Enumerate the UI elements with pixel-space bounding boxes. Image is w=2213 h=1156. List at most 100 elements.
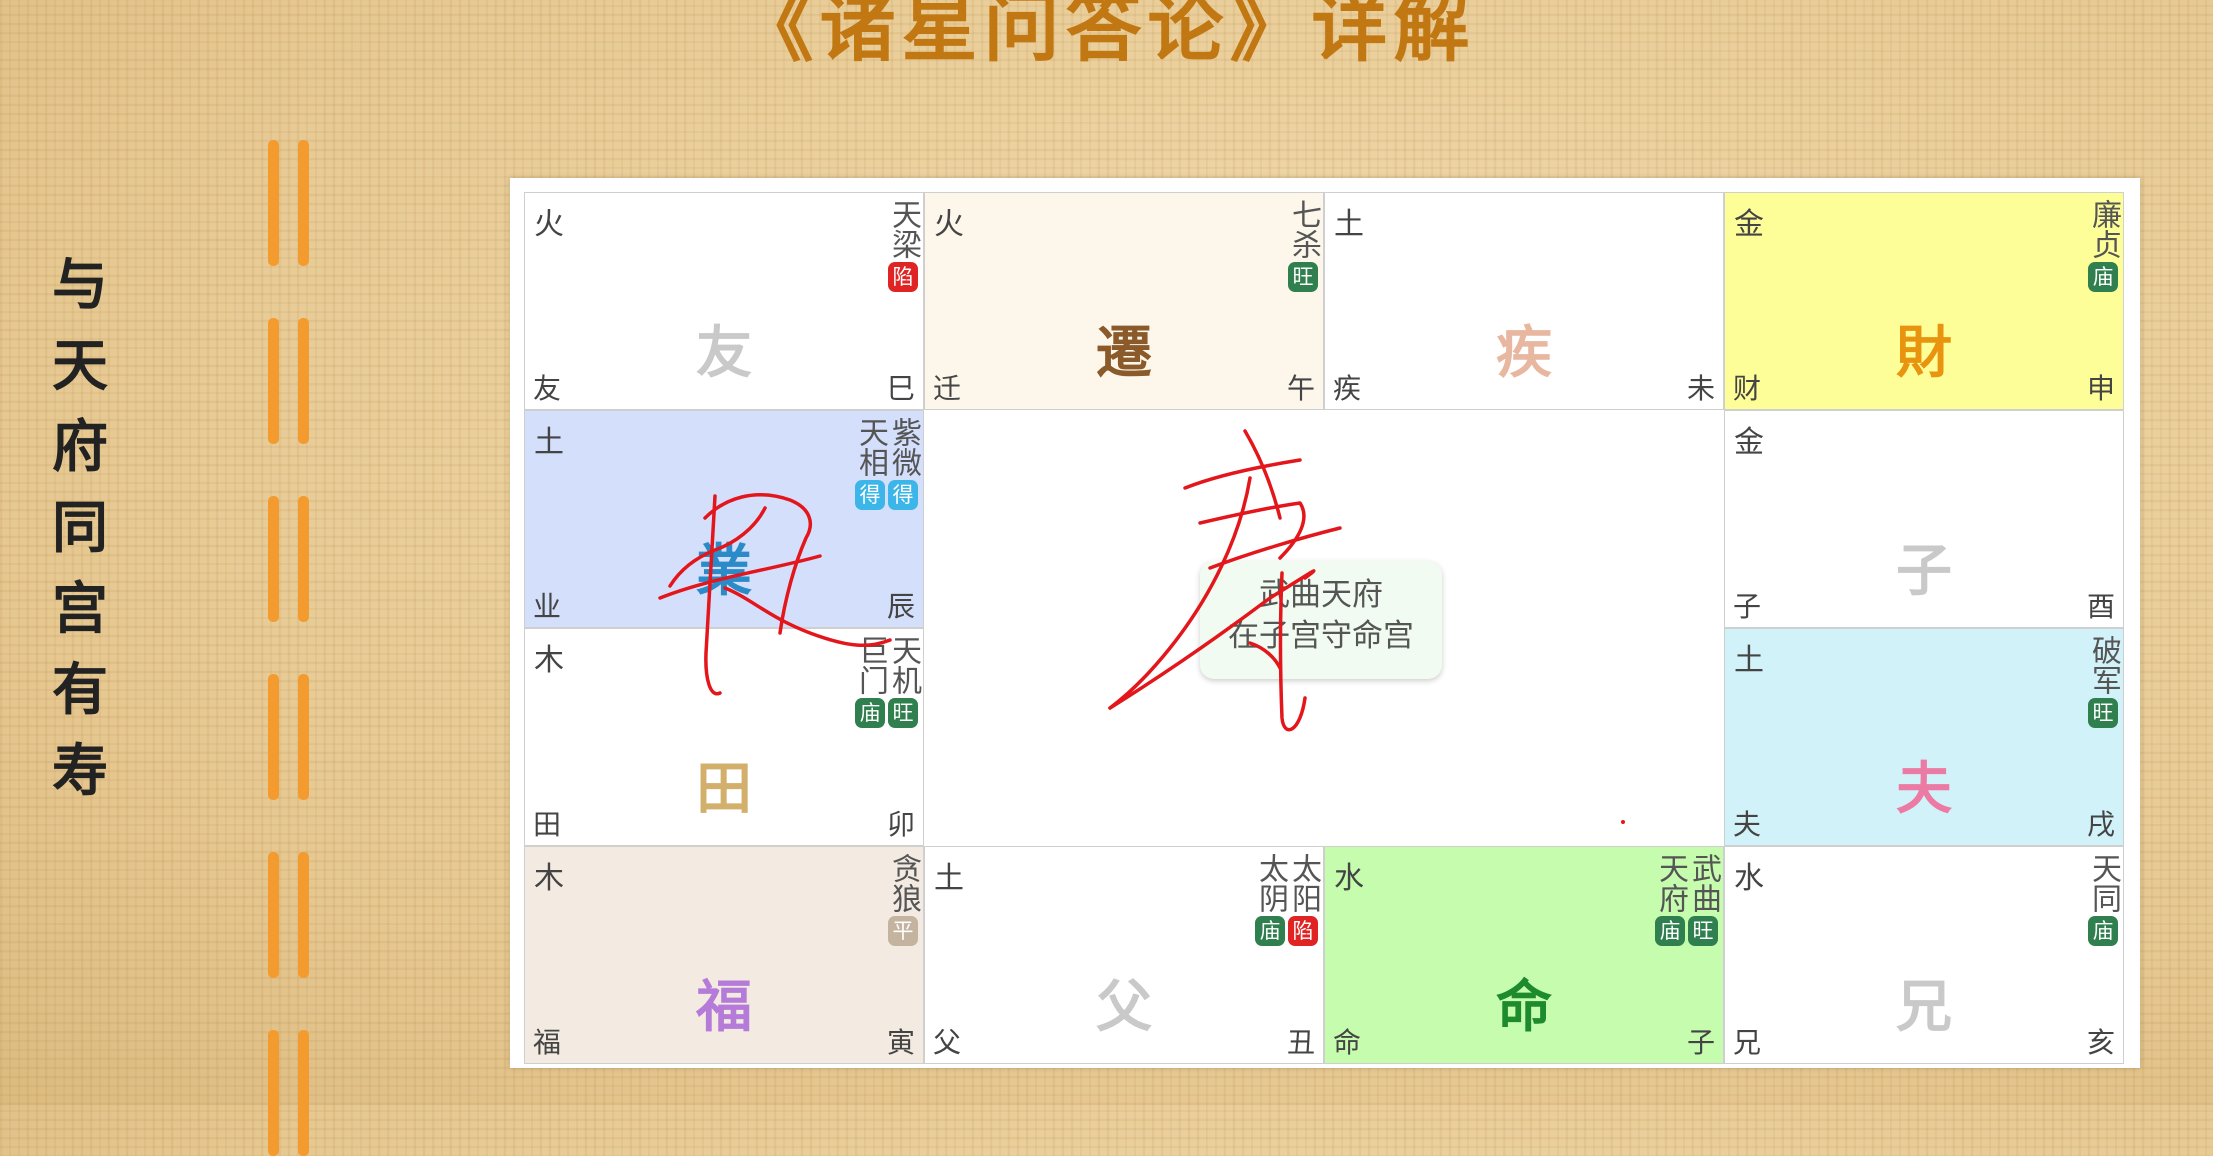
star-name: 七杀 [1286,199,1321,259]
side-title: 与 天 府 同 宫 有 寿 [38,245,122,812]
palace-cell: 土紫微得天相得業业辰 [524,410,924,628]
star-brightness-badge: 得 [855,480,885,510]
palace-name: 福 [696,974,752,1040]
palace-stars: 天梁陷 [886,199,921,292]
palace-element: 火 [934,207,964,242]
star-brightness-badge: 旺 [1688,916,1718,946]
side-title-char: 同 [52,495,108,561]
decorative-dash [268,496,279,622]
side-title-char: 有 [52,657,108,723]
decorative-dash [268,1030,279,1156]
palace-name: 財 [1896,320,1952,386]
palace-cell: 金廉贞庙財财申 [1724,192,2124,410]
star-brightness-badge: 得 [888,480,918,510]
palace-cell: 水天同庙兄兄亥 [1724,846,2124,1064]
star-brightness-badge: 旺 [2088,698,2118,728]
palace-branch: 卯 [886,808,915,841]
palace-branch: 未 [1686,372,1715,405]
palace-element: 土 [1734,643,1764,678]
ink-stroke [1198,501,1306,560]
side-title-char: 与 [52,252,108,318]
star: 贪狼平 [886,853,921,946]
palace-branch: 巳 [886,372,915,405]
palace-stars: 廉贞庙 [2086,199,2121,292]
star: 天相得 [853,417,888,510]
palace-short-label: 福 [533,1026,562,1059]
palace-branch: 申 [2086,372,2115,405]
star: 紫微得 [886,417,921,510]
side-title-char: 寿 [52,738,108,804]
side-title-char: 府 [52,414,108,480]
ink-stroke [658,554,822,600]
ink-stroke [1248,641,1282,670]
palace-element: 木 [534,643,564,678]
star: 太阳陷 [1286,853,1321,946]
palace-cell: 土破军旺夫夫戌 [1724,628,2124,846]
decorative-dash [298,140,309,266]
star-name: 天相 [853,417,888,477]
palace-cell: 金子子酉 [1724,410,2124,628]
star-brightness-badge: 旺 [1288,262,1318,292]
palace-element: 金 [1734,207,1764,242]
palace-short-label: 父 [933,1026,962,1059]
decorative-dash [298,496,309,622]
decorative-dash [268,140,279,266]
palace-stars: 破军旺 [2086,635,2121,728]
palace-element: 火 [534,207,564,242]
handwriting-annotation [658,429,1625,824]
palace-branch: 酉 [2086,590,2115,623]
palace-name: 夫 [1896,756,1952,822]
star-name: 天同 [2086,853,2121,913]
ink-stroke [723,586,892,648]
ink-stroke [1108,476,1252,710]
star-brightness-badge: 陷 [1288,916,1318,946]
palace-branch: 丑 [1286,1026,1315,1059]
palace-cell: 土疾疾未 [1324,192,1724,410]
palace-short-label: 疾 [1333,372,1362,405]
star-brightness-badge: 庙 [855,698,885,728]
palace-cell: 土太阳陷太阴庙父父丑 [924,846,1324,1064]
side-title-char: 天 [52,333,108,399]
palace-branch: 辰 [886,590,915,623]
palace-short-label: 子 [1733,590,1762,623]
palace-element: 土 [1334,207,1364,242]
page-title: 《诸星问答论》详解 [737,0,1476,72]
palace-element: 木 [534,861,564,896]
palace-short-label: 兄 [1733,1026,1762,1059]
star: 天府庙 [1653,853,1688,946]
palace-branch: 寅 [886,1026,915,1059]
star-name: 天机 [886,635,921,695]
palace-element: 水 [1334,861,1364,896]
star-name: 武曲 [1686,853,1721,913]
star-name: 破军 [2086,635,2121,695]
star: 七杀旺 [1286,199,1321,292]
chart-board: 水天同庙兄兄亥水武曲旺天府庙命命子土太阳陷太阴庙父父丑木贪狼平福福寅土破军旺夫夫… [510,178,2140,1068]
decorative-dash [298,674,309,800]
palace-element: 土 [934,861,964,896]
decorative-dash [268,852,279,978]
palace-name: 兄 [1896,974,1952,1040]
ink-stroke [1183,458,1302,490]
palace-branch: 午 [1286,372,1315,405]
decorative-dash [268,674,279,800]
palace-name: 業 [696,538,752,604]
ink-stroke [668,506,767,588]
star-name: 天府 [1653,853,1688,913]
star: 天梁陷 [886,199,921,292]
palace-short-label: 田 [533,808,562,841]
palace-stars: 天同庙 [2086,853,2121,946]
palace-stars: 武曲旺天府庙 [1653,853,1721,946]
side-title-char: 宫 [52,576,108,642]
ink-stroke [1108,569,1316,710]
ink-dot [1621,820,1625,824]
palace-cell: 水武曲旺天府庙命命子 [1324,846,1724,1064]
ink-stroke [704,494,722,696]
palace-element: 土 [534,425,564,460]
palace-stars: 太阳陷太阴庙 [1253,853,1321,946]
palace-element: 金 [1734,425,1764,460]
palace-cell: 火天梁陷友友巳 [524,192,924,410]
decorative-dash [298,852,309,978]
palace-stars: 紫微得天相得 [853,417,921,510]
palace-short-label: 命 [1333,1026,1362,1059]
star: 破军旺 [2086,635,2121,728]
